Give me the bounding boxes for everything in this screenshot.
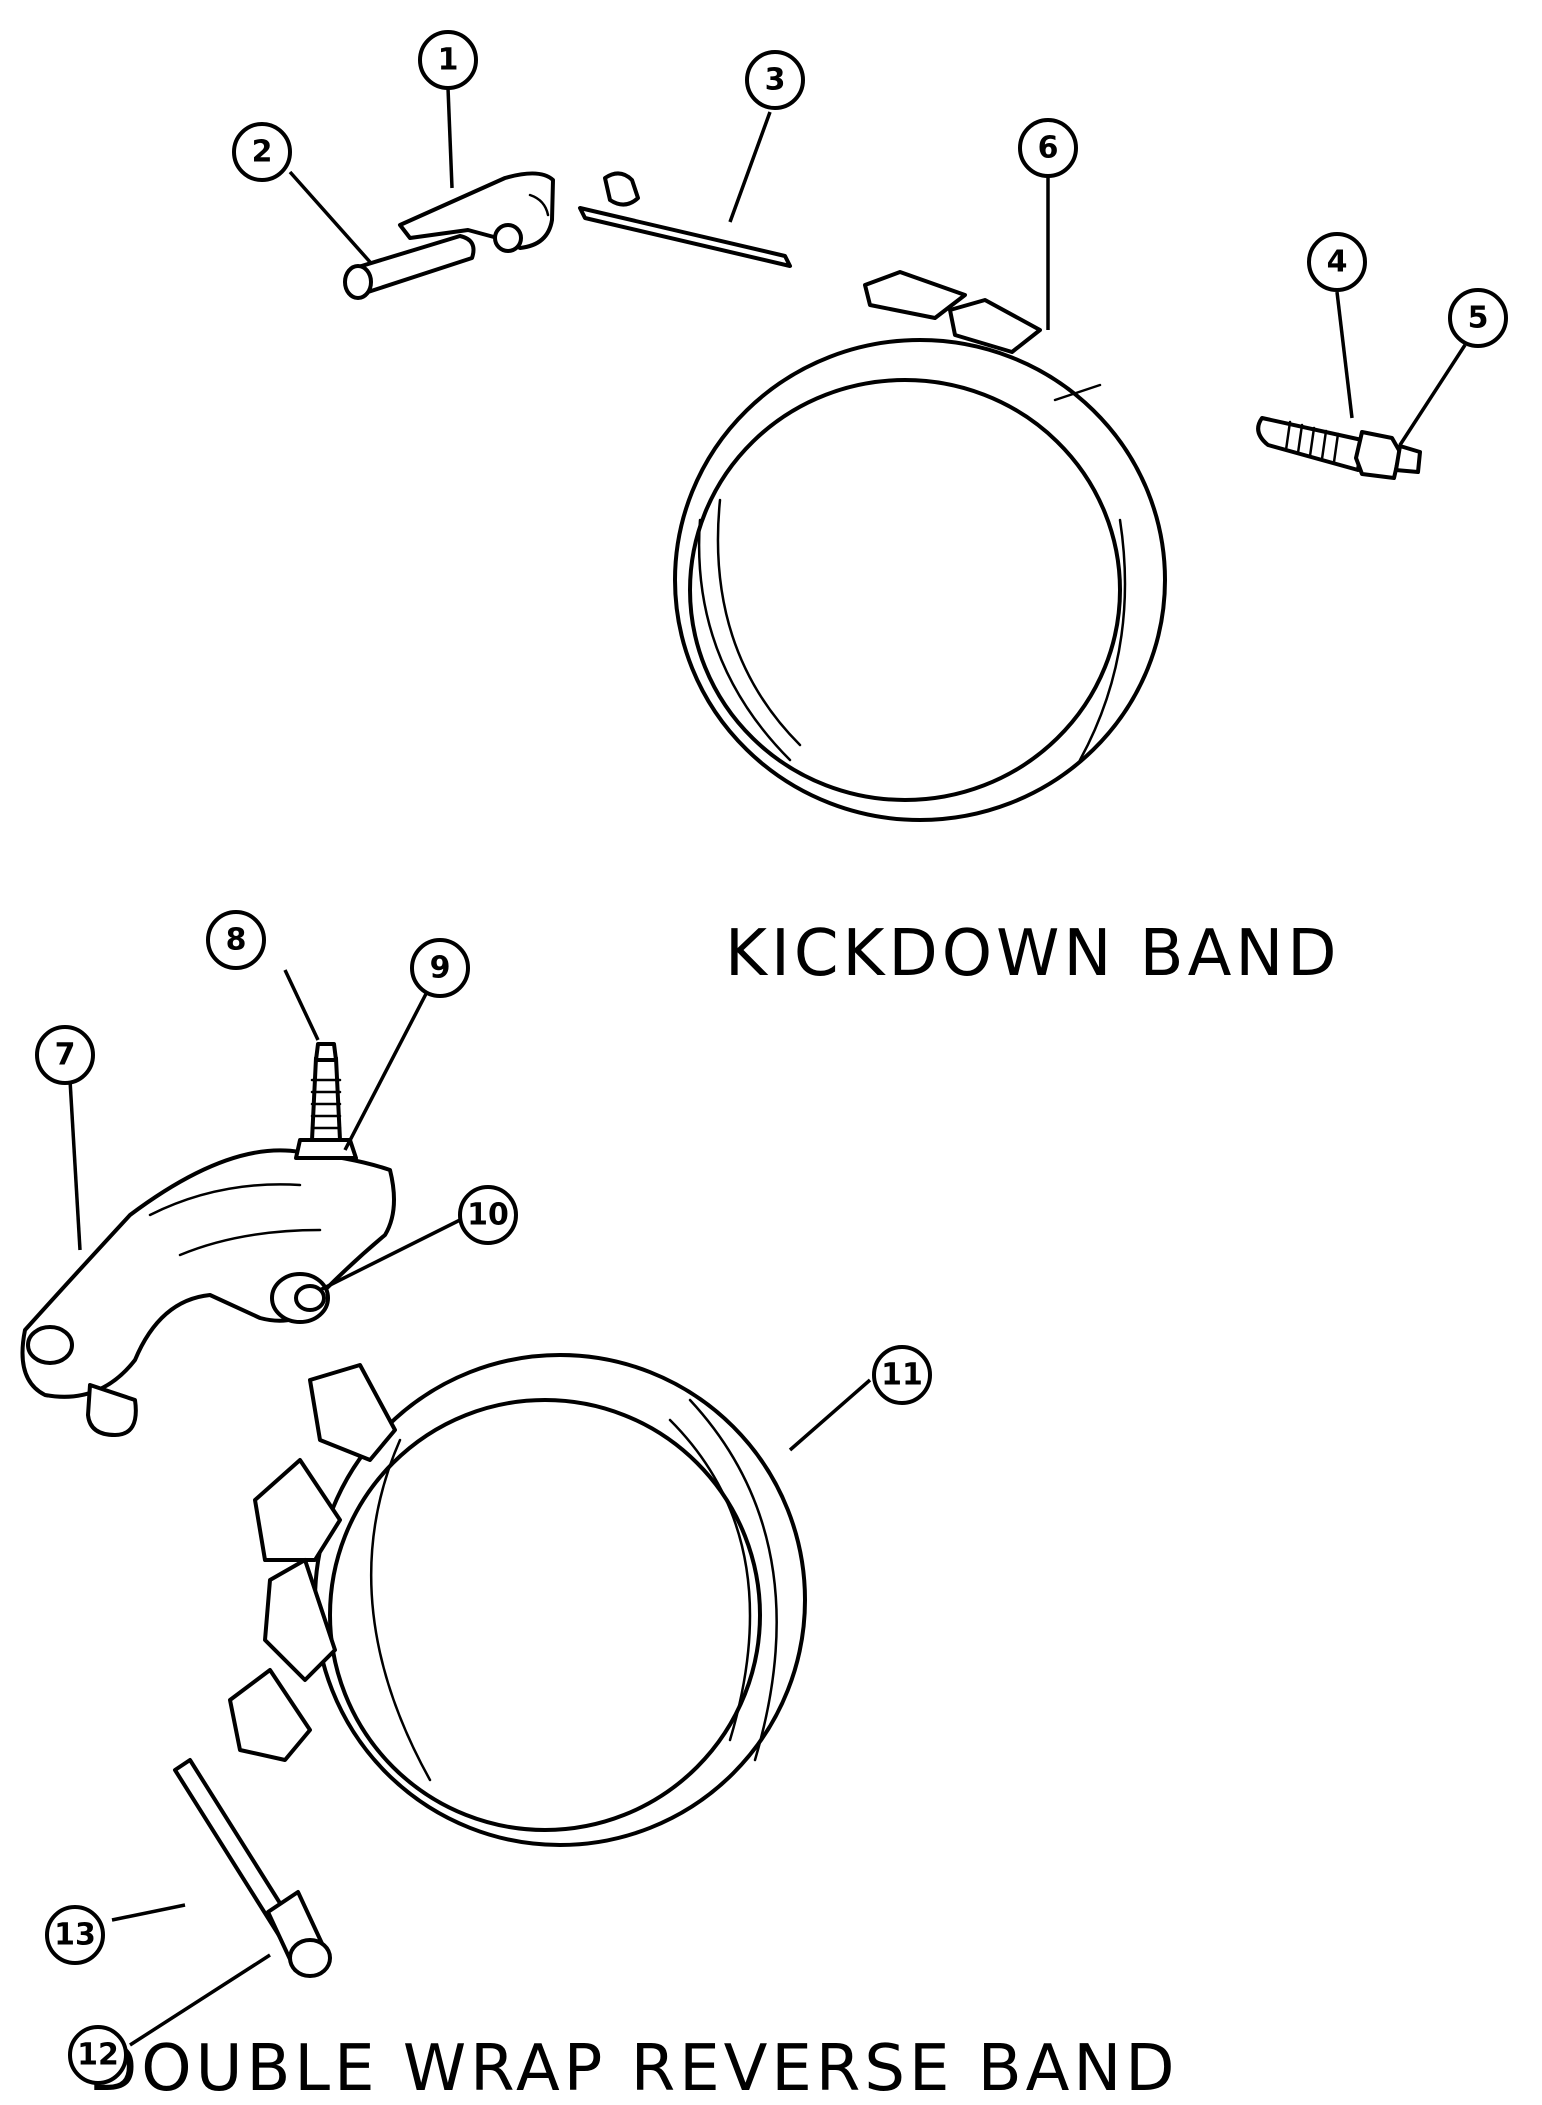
kickdown-strut [578, 171, 792, 268]
callout-4: 4 [1307, 232, 1367, 292]
kickdown-lever [398, 171, 555, 253]
reverse-adjusting-stud [310, 1042, 342, 1142]
svg-text:9: 9 [430, 951, 451, 986]
reverse-band-caption: DOUBLE WRAP REVERSE BAND [88, 2032, 1179, 2105]
kickdown-band [673, 270, 1167, 822]
reverse-lever [20, 1148, 396, 1437]
svg-text:2: 2 [252, 135, 273, 170]
svg-text:13: 13 [54, 1918, 96, 1953]
reverse-band [228, 1353, 807, 1847]
callout-12: 12 [68, 2025, 128, 2085]
leader-lines [68, 87, 1467, 2047]
callout-8: 8 [206, 910, 266, 970]
svg-text:7: 7 [55, 1038, 76, 1073]
svg-text:3: 3 [765, 63, 786, 98]
reverse-adjusting-nut [294, 1138, 358, 1160]
adjusting-locknut [1354, 430, 1422, 480]
adjusting-screw [1256, 416, 1364, 472]
svg-text:12: 12 [77, 2038, 119, 2073]
callout-1: 1 [418, 30, 478, 90]
callout-5: 5 [1448, 288, 1508, 348]
callout-6: 6 [1018, 118, 1078, 178]
lever-pin [343, 234, 476, 300]
callout-9: 9 [410, 938, 470, 998]
svg-text:8: 8 [226, 923, 247, 958]
kickdown-band-caption: KICKDOWN BAND [725, 917, 1341, 991]
svg-text:5: 5 [1468, 301, 1489, 336]
svg-text:1: 1 [438, 43, 459, 78]
callout-13: 13 [45, 1905, 105, 1965]
reverse-anchor-bushing [266, 1890, 332, 1978]
svg-text:11: 11 [881, 1358, 923, 1393]
svg-text:10: 10 [467, 1198, 509, 1233]
callout-7: 7 [35, 1025, 95, 1085]
callout-11: 11 [872, 1345, 932, 1405]
svg-text:4: 4 [1327, 245, 1348, 280]
callout-2: 2 [232, 122, 292, 182]
callout-10: 10 [458, 1185, 518, 1245]
svg-text:6: 6 [1038, 131, 1059, 166]
callout-3: 3 [745, 50, 805, 110]
reverse-pivot-bushing [270, 1272, 330, 1324]
